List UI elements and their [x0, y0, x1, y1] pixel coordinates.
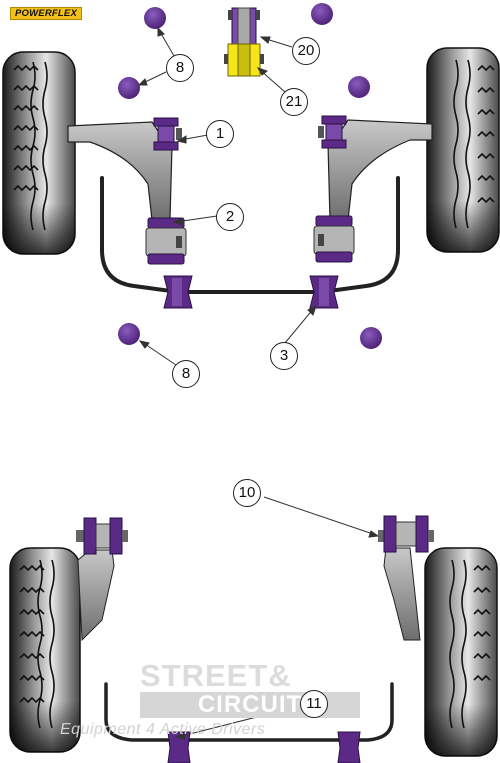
- tyre-rear-left: [9, 547, 81, 753]
- bush-8-dot: [118, 77, 140, 99]
- tyre-front-left: [2, 51, 76, 255]
- tyre-front-right: [426, 47, 500, 253]
- powerflex-logo: POWERFLEX: [10, 7, 82, 20]
- callout-8: 8: [172, 360, 200, 388]
- arb-bush-11-left: [167, 731, 191, 763]
- logo-text: POWERFLEX: [15, 8, 77, 19]
- bush-20-21-mount: [224, 7, 264, 77]
- arb-bush-3-right: [309, 275, 339, 309]
- wishbone-front-right: [327, 119, 433, 221]
- bush-8-dot: [360, 327, 382, 349]
- watermark-title: STREET&: [140, 658, 292, 693]
- arb-bush-3-left: [163, 275, 193, 309]
- callout-2: 2: [216, 203, 244, 231]
- bush-8-dot: [118, 323, 140, 345]
- callout-3: 3: [270, 342, 298, 370]
- watermark-tagline: Equipment 4 Active Drivers: [60, 721, 266, 738]
- bush-10-left: [76, 517, 128, 555]
- bush-10-right: [378, 515, 434, 553]
- bush-8-dot: [144, 7, 166, 29]
- bush-2-left: [145, 217, 187, 265]
- leader-lines: [137, 26, 380, 740]
- trailing-arm-rear-left: [77, 549, 115, 642]
- bush-1-left: [153, 117, 182, 151]
- bush-2-right: [313, 215, 355, 263]
- rear-anti-roll-bar: [104, 682, 394, 742]
- wishbone-front-left: [67, 121, 173, 221]
- callout-11: 11: [300, 690, 328, 718]
- callout-10: 10: [233, 479, 261, 507]
- tyre-rear-right: [424, 547, 498, 757]
- callout-21: 21: [280, 88, 308, 116]
- callout-20: 20: [292, 37, 320, 65]
- bush-8-dot: [311, 3, 333, 25]
- callout-8: 8: [166, 54, 194, 82]
- callout-1: 1: [206, 120, 234, 148]
- bush-8-dot: [348, 76, 370, 98]
- arb-bush-11-right: [337, 731, 361, 763]
- trailing-arm-rear-right: [383, 547, 421, 641]
- front-anti-roll-bar: [100, 176, 400, 294]
- bush-1-right: [318, 115, 347, 149]
